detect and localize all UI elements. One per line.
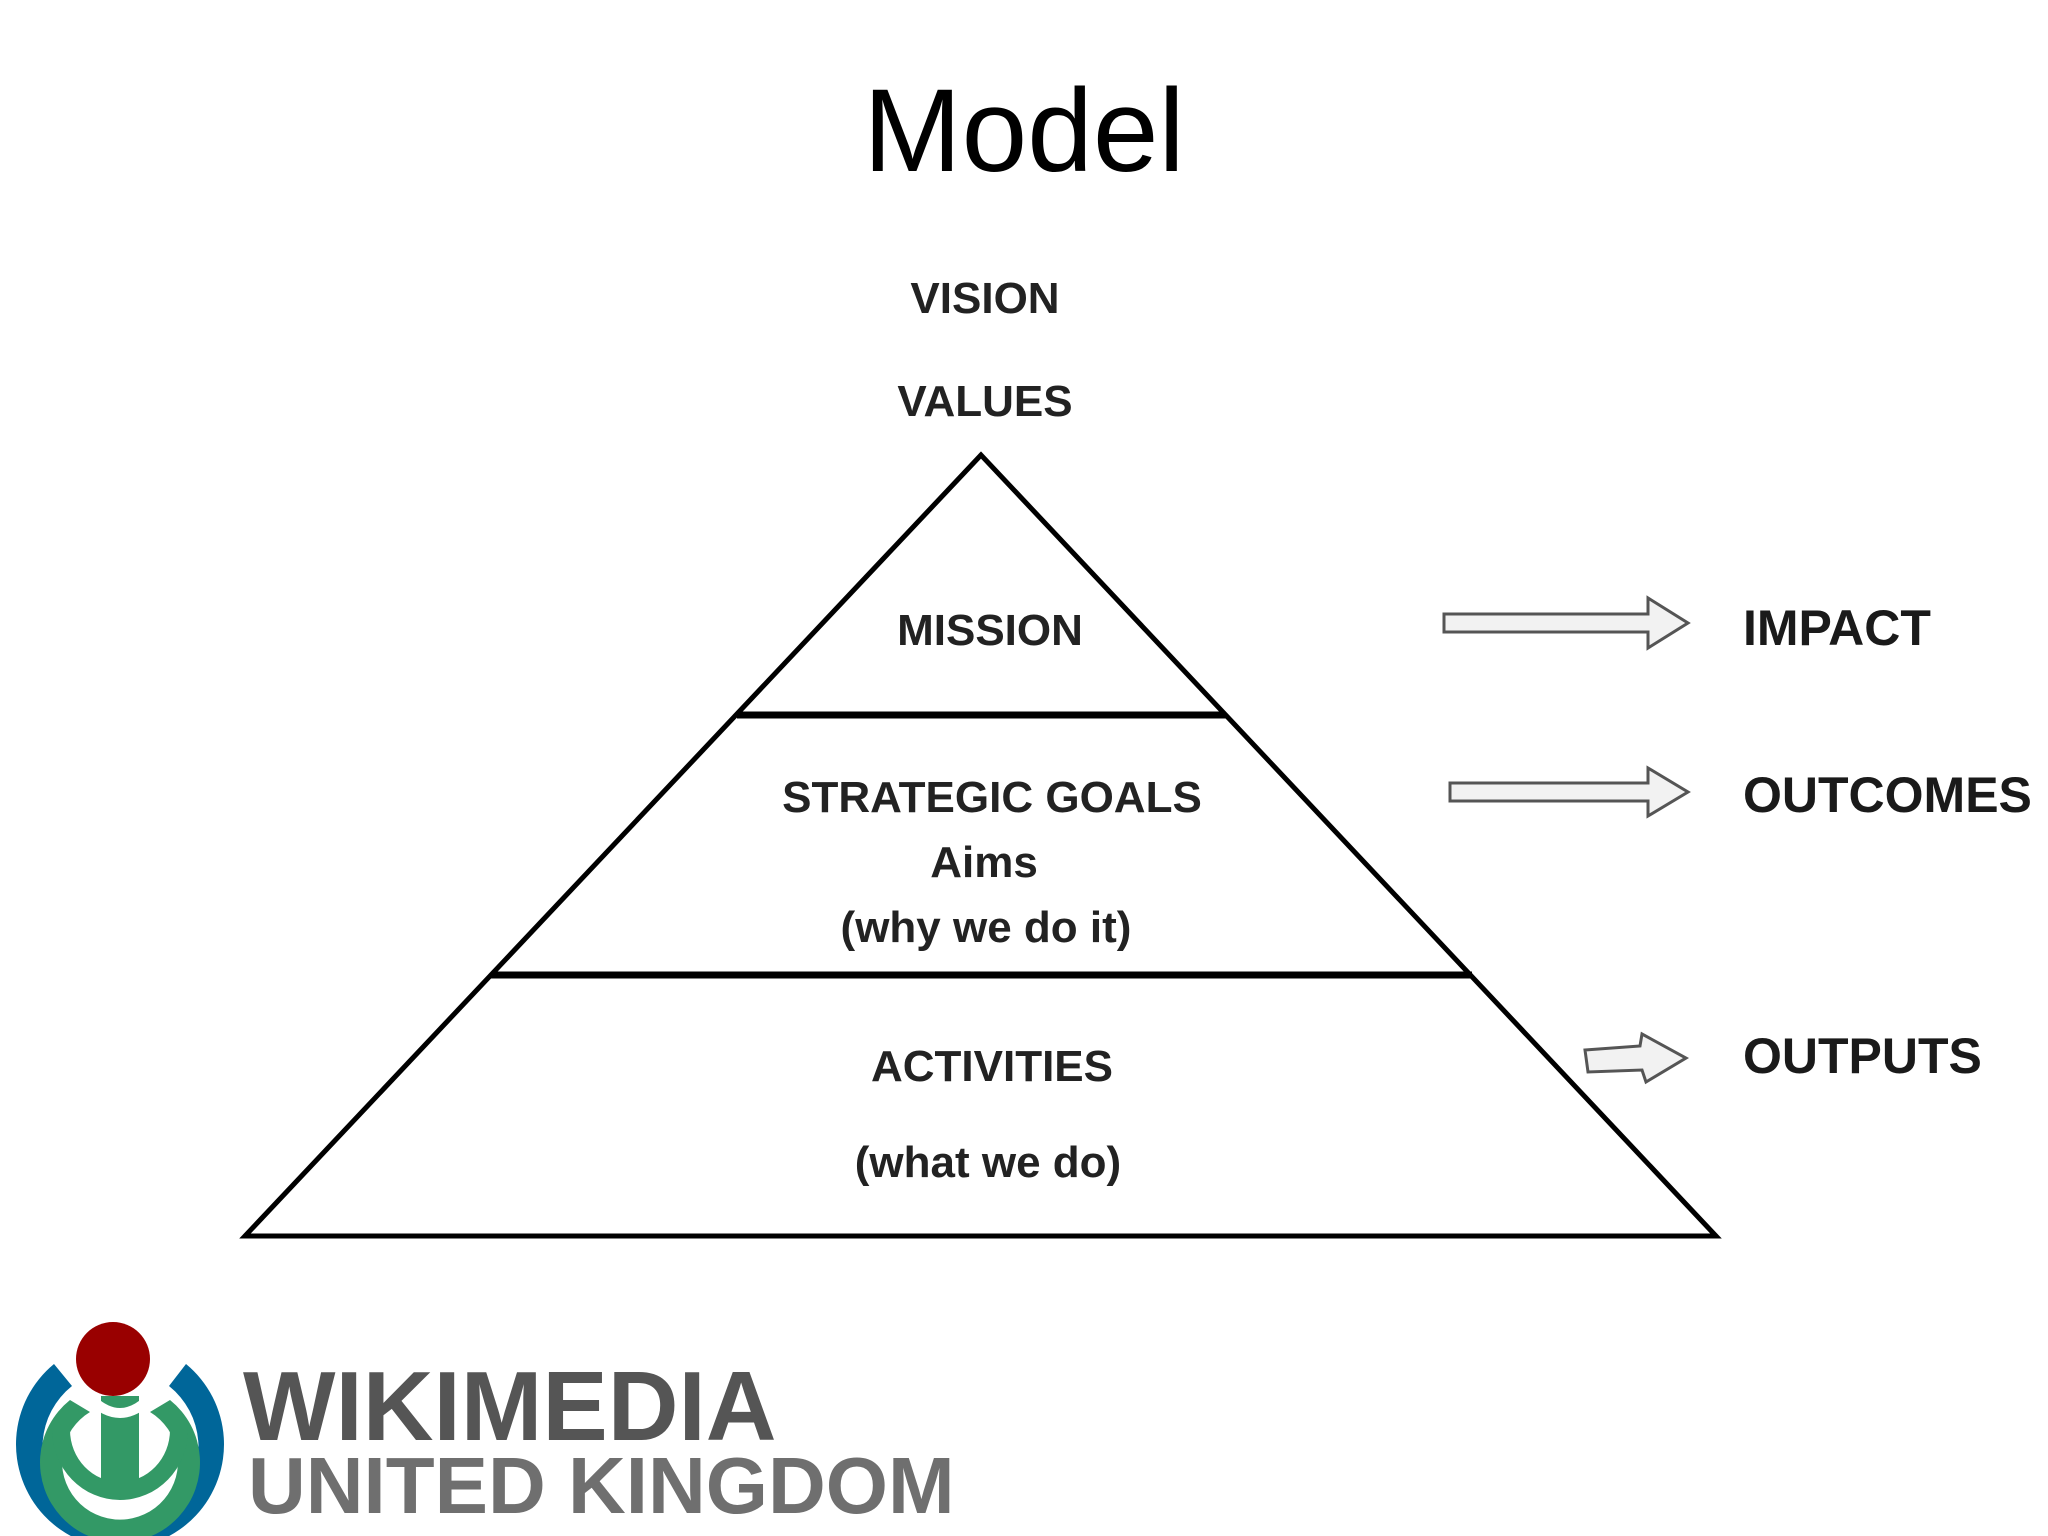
outputs-label: OUTPUTS bbox=[1743, 1028, 1982, 1084]
outcomes-label: OUTCOMES bbox=[1743, 767, 2032, 823]
logo-wordmark-wikimedia: WIKIMEDIA bbox=[243, 1351, 777, 1461]
what-we-do-label: (what we do) bbox=[855, 1138, 1121, 1187]
outputs-arrow-icon bbox=[1583, 1031, 1690, 1085]
impact-label: IMPACT bbox=[1743, 600, 1931, 656]
slide-title: Model bbox=[863, 65, 1185, 197]
why-we-do-it-label: (why we do it) bbox=[841, 903, 1132, 952]
logo-wordmark-united-kingdom: UNITED KINGDOM bbox=[248, 1441, 955, 1530]
mission-label: MISSION bbox=[897, 606, 1083, 655]
logo-red-dot-icon bbox=[76, 1322, 150, 1396]
outcomes-arrow-icon bbox=[1448, 765, 1691, 819]
strategic-goals-label: STRATEGIC GOALS bbox=[782, 773, 1202, 822]
logo-green-bowl-icon bbox=[52, 1430, 188, 1500]
impact-arrow-icon bbox=[1442, 595, 1691, 651]
pyramid-outline bbox=[239, 451, 1722, 1239]
aims-label: Aims bbox=[930, 838, 1038, 887]
values-label: VALUES bbox=[897, 377, 1072, 426]
vision-label: VISION bbox=[910, 274, 1059, 323]
activities-label: ACTIVITIES bbox=[871, 1042, 1113, 1091]
wikimedia-logo: WIKIMEDIA UNITED KINGDOM bbox=[16, 1322, 955, 1536]
